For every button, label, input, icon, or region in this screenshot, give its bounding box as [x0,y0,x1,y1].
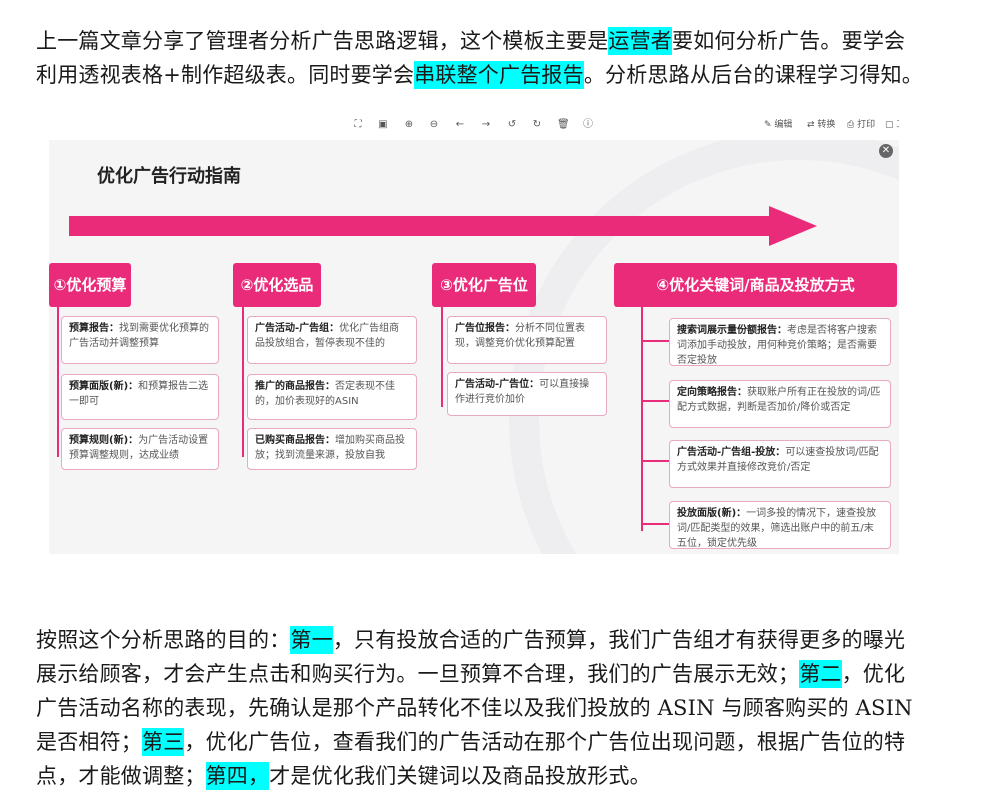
connector [242,307,244,457]
card-title: 预算面版(新)： [69,381,139,392]
highlight-third: 第三 [142,728,185,756]
highlight-first: 第一 [290,626,333,654]
card-search-term-share: 搜索词展示量份额报告：考虑是否将客户搜索词添加手动投放，用何种竞价策略；是否需要… [669,318,891,366]
card-title: 广告活动-广告组： [255,323,340,334]
delete-icon[interactable]: 🗑 [557,119,570,130]
col-heading-placement: ③优化广告位 [432,263,536,307]
card-targeting-strategy: 定向策略报告：获取账户所有正在投放的词/匹配方式数据，判断是否加价/降价或否定 [669,380,891,428]
arrow-head [769,206,817,246]
connector [641,307,643,531]
intro-paragraph: 上一篇文章分享了管理者分析广告思路逻辑，这个模板主要是运营者要如何分析广告。要学… [36,24,926,92]
arrow-left-icon[interactable]: ← [455,119,465,130]
arrow-right-icon[interactable]: → [481,119,491,130]
col-heading-budget: ①优化预算 [49,263,131,307]
card-text: 一词多投的情况下，速查投放词/匹配类型的效果，筛选出账户中的前五/末五位，锁定优… [677,508,877,549]
card-budget-panel: 预算面版(新)：和预算报告二选一即可 [61,374,219,420]
card-text: 否定表现不佳的，加价表现好的ASIN [255,381,395,407]
card-title: 广告活动-广告组-投放： [677,447,786,458]
connector [441,307,443,407]
connector [641,460,669,462]
toolbox-label: 工具 [896,120,899,130]
toolbox-button[interactable]: ▢ 工具 [885,119,899,131]
fit-icon[interactable]: ▣ [378,119,388,130]
text-span: 才是优化我们关键词以及商品投放形式。 [269,764,651,788]
connector [641,523,669,525]
card-title: 投放面版(新)： [677,508,747,519]
card-text: 可以直接操作进行竞价加价 [455,379,590,405]
card-title: 推广的商品报告： [255,381,335,392]
card-placement-report: 广告位报告：分析不同位置表现，调整竞价优化预算配置 [447,316,607,364]
card-purchased-product: 已购买商品报告：增加购买商品投放；找到流量来源，投放自我 [247,428,417,470]
card-text: 可以速查投放词/匹配方式效果并直接修改竞价/否定 [677,447,879,473]
card-campaign-targeting: 广告活动-广告组-投放：可以速查投放词/匹配方式效果并直接修改竞价/否定 [669,440,891,488]
col-heading-selection: ②优化选品 [233,263,321,307]
card-title: 定向策略报告： [677,387,747,398]
zoom-out-icon[interactable]: ⊖ [429,119,439,130]
card-title: 广告位报告： [455,323,515,334]
convert-label: 转换 [817,120,836,130]
card-text: 找到需要优化预算的广告活动并调整预算 [69,323,209,349]
connector [641,400,669,402]
card-text: 增加购买商品投放；找到流量来源，投放自我 [255,435,405,461]
card-campaign-adgroup: 广告活动-广告组：优化广告组商品投放组合，暂停表现不佳的 [247,316,417,364]
card-text: 和预算报告二选一即可 [69,381,209,407]
text-span: 要如何分析广告。要学会利用透视表格+制作超级表。同时要学会 [36,29,906,87]
card-budget-report: 预算报告：找到需要优化预算的广告活动并调整预算 [61,316,219,364]
zoom-in-icon[interactable]: ⊕ [404,119,414,130]
connector [57,307,59,457]
card-title: 已购买商品报告： [255,435,335,446]
highlight-fourth: 第四， [205,762,270,790]
print-button[interactable]: ⎙ 打印 [847,120,876,130]
card-text: 分析不同位置表现，调整竞价优化预算配置 [455,323,585,349]
figure-title: 优化广告行动指南 [97,166,241,187]
text-span: 按照这个分析思路的目的： [36,628,291,652]
convert-menu[interactable]: ⇄ 转换 [807,120,836,130]
text-span: 上一篇文章分享了管理者分析广告思路逻辑，这个模板主要是 [36,29,609,53]
card-advertised-product: 推广的商品报告：否定表现不佳的，加价表现好的ASIN [247,374,417,420]
card-text: 为广告活动设置预算调整规则，达成业绩 [69,435,209,461]
fullscreen-icon[interactable]: ⛶ [354,119,362,130]
edit-menu[interactable]: ✎ 编辑 [764,120,793,130]
card-text: 考虑是否将客户搜索词添加手动投放，用何种竞价策略；是否需要否定投放 [677,325,877,366]
card-campaign-placement: 广告活动-广告位：可以直接操作进行竞价加价 [447,372,607,416]
card-text: 优化广告组商品投放组合，暂停表现不佳的 [255,323,400,349]
purpose-paragraph: 按照这个分析思路的目的：第一，只有投放合适的广告预算，我们广告组才有获得更多的曝… [36,623,926,793]
connector [641,340,669,342]
col-heading-keywords: ④优化关键词/商品及投放方式 [614,263,897,307]
card-targeting-panel: 投放面版(新)：一词多投的情况下，速查投放词/匹配类型的效果，筛选出账户中的前五… [669,501,891,549]
text-span: 。分析思路从后台的课程学习得知。 [583,63,924,87]
card-title: 搜索词展示量份额报告： [677,325,787,336]
text-span: ，只有投放合适的广告预算，我们广告组才有获得更多的曝光展示给顾客，才会产生点击和… [36,628,906,686]
highlight-report-chain: 串联整个广告报告 [414,61,584,89]
card-title: 预算报告： [69,323,119,334]
text-span: ，优化广告位，查看我们的广告活动在那个广告位出现问题，根据广告位的特点，才能做调… [36,730,906,788]
highlight-operator: 运营者 [608,27,673,55]
print-label: 打印 [857,120,876,130]
card-title: 预算规则(新)： [69,435,139,446]
card-budget-rules: 预算规则(新)：为广告活动设置预算调整规则，达成业绩 [61,428,219,470]
rotate-right-icon[interactable]: ↻ [532,119,542,130]
image-viewer-toolbar: ⛶ ▣ ⊕ ⊖ ← → ↺ ↻ 🗑 ⓘ ✎ 编辑 ⇄ 转换 ⎙ 打印 ▢ 工具 [49,110,899,140]
info-icon[interactable]: ⓘ [583,119,593,130]
embedded-screenshot: ⛶ ▣ ⊕ ⊖ ← → ↺ ↻ 🗑 ⓘ ✎ 编辑 ⇄ 转换 ⎙ 打印 ▢ 工具 … [49,110,899,554]
arrow-shaft [69,216,769,236]
rotate-left-icon[interactable]: ↺ [507,119,517,130]
highlight-second: 第二 [799,660,842,688]
card-text: 获取账户所有正在投放的词/匹配方式数据，判断是否加价/降价或否定 [677,387,881,413]
close-icon[interactable]: ✕ [879,144,893,158]
text-span: ，优化广告活动名称的表现，先确认是那个产品转化不佳以及我们投放的 ASIN 与顾… [36,662,913,754]
edit-label: 编辑 [774,120,793,130]
card-title: 广告活动-广告位： [455,379,540,390]
